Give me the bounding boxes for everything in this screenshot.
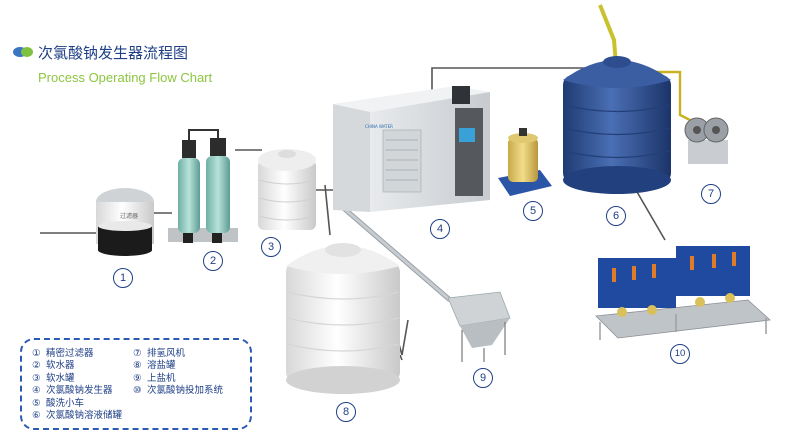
acid-cleaning-cart [498, 128, 552, 196]
equipment-number-5: 5 [523, 201, 543, 221]
equipment-number-6: 6 [606, 206, 626, 226]
equipment-number-10: 10 [670, 344, 690, 364]
equipment-number-3: 3 [261, 237, 281, 257]
hydrogen-vent-pipe [598, 4, 618, 66]
equipment-number-1: 1 [113, 268, 133, 288]
hydrogen-exhaust-fan [684, 117, 729, 164]
water-softener [168, 129, 238, 243]
soft-water-tank [258, 149, 316, 230]
precision-filter: 过滤器 [96, 188, 154, 256]
salt-dissolving-tank [286, 243, 400, 394]
salt-loader [447, 291, 511, 362]
equipment-number-2: 2 [203, 251, 223, 271]
page-subtitle: Process Operating Flow Chart [38, 70, 213, 85]
svg-text:CHINA WATER: CHINA WATER [365, 124, 393, 129]
sodium-hypochlorite-storage-tank [563, 56, 671, 194]
equipment-number-8: 8 [336, 402, 356, 422]
piping [40, 67, 691, 361]
title-logo-icon [13, 47, 33, 57]
svg-text:过滤器: 过滤器 [120, 212, 138, 220]
equipment-number-7: 7 [701, 184, 721, 204]
page-title: 次氯酸钠发生器流程图 [38, 44, 189, 62]
equipment-number-9: 9 [473, 368, 493, 388]
equipment-number-4: 4 [430, 219, 450, 239]
hypochlorite-generator: CHINA WATER [333, 86, 490, 212]
dosing-system [595, 246, 771, 340]
